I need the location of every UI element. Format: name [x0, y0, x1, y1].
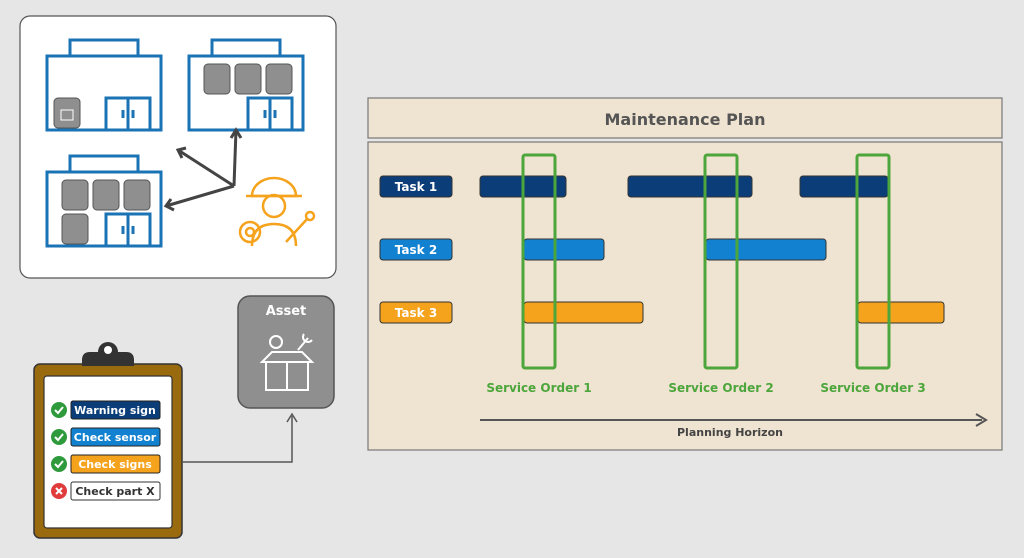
service-order-label: Service Order 2 [668, 381, 773, 395]
asset-box: Asset [237, 295, 335, 409]
plan-title: Maintenance Plan [605, 110, 766, 129]
asset-title: Asset [266, 304, 307, 319]
task-bar [705, 238, 827, 261]
task-label: Task 1 [379, 175, 453, 198]
task-bar [627, 175, 753, 198]
service-order-frame [521, 153, 557, 370]
task-label: Task 2 [379, 238, 453, 261]
asset-icon [53, 97, 81, 129]
task-bar [857, 301, 945, 324]
asset-icon [61, 179, 151, 245]
plan-header [367, 97, 1003, 139]
task-label-text: Task 3 [395, 306, 437, 320]
building-1 [45, 38, 163, 132]
dispatch-arrows [163, 127, 243, 212]
service-order-frame [703, 153, 739, 370]
asset-icon [203, 63, 293, 95]
task-label: Task 3 [379, 301, 453, 324]
checklist-item: Check signs [51, 454, 161, 474]
axis-label: Planning Horizon [677, 426, 783, 439]
checklist-text: Check signs [78, 458, 152, 471]
building-3 [45, 154, 163, 248]
task-label-text: Task 1 [395, 180, 437, 194]
building-2 [187, 38, 305, 132]
checklist-text: Check part X [75, 485, 155, 498]
checklist-text: Check sensor [74, 431, 157, 444]
check-icon [51, 402, 67, 418]
service-order-label: Service Order 1 [486, 381, 591, 395]
service-order-frame [855, 153, 891, 370]
checklist-item: Check sensor [51, 427, 161, 447]
planning-horizon-arrow [480, 413, 988, 427]
check-icon [51, 456, 67, 472]
check-icon [51, 429, 67, 445]
task-bar [799, 175, 889, 198]
checklist-item: Check part X [51, 481, 161, 501]
checklist-item: Warning sign [51, 400, 161, 420]
checklist-text: Warning sign [74, 404, 156, 417]
task-bar [523, 301, 644, 324]
service-order-label: Service Order 3 [820, 381, 925, 395]
service-orders: Service Order 1 Service Order 2 Service Or… [486, 153, 926, 395]
toolbox-icon [259, 333, 315, 391]
connector-arrow [182, 412, 298, 463]
worker-icon [238, 176, 316, 247]
task-bar [523, 238, 605, 261]
task-label-text: Task 2 [395, 243, 437, 257]
